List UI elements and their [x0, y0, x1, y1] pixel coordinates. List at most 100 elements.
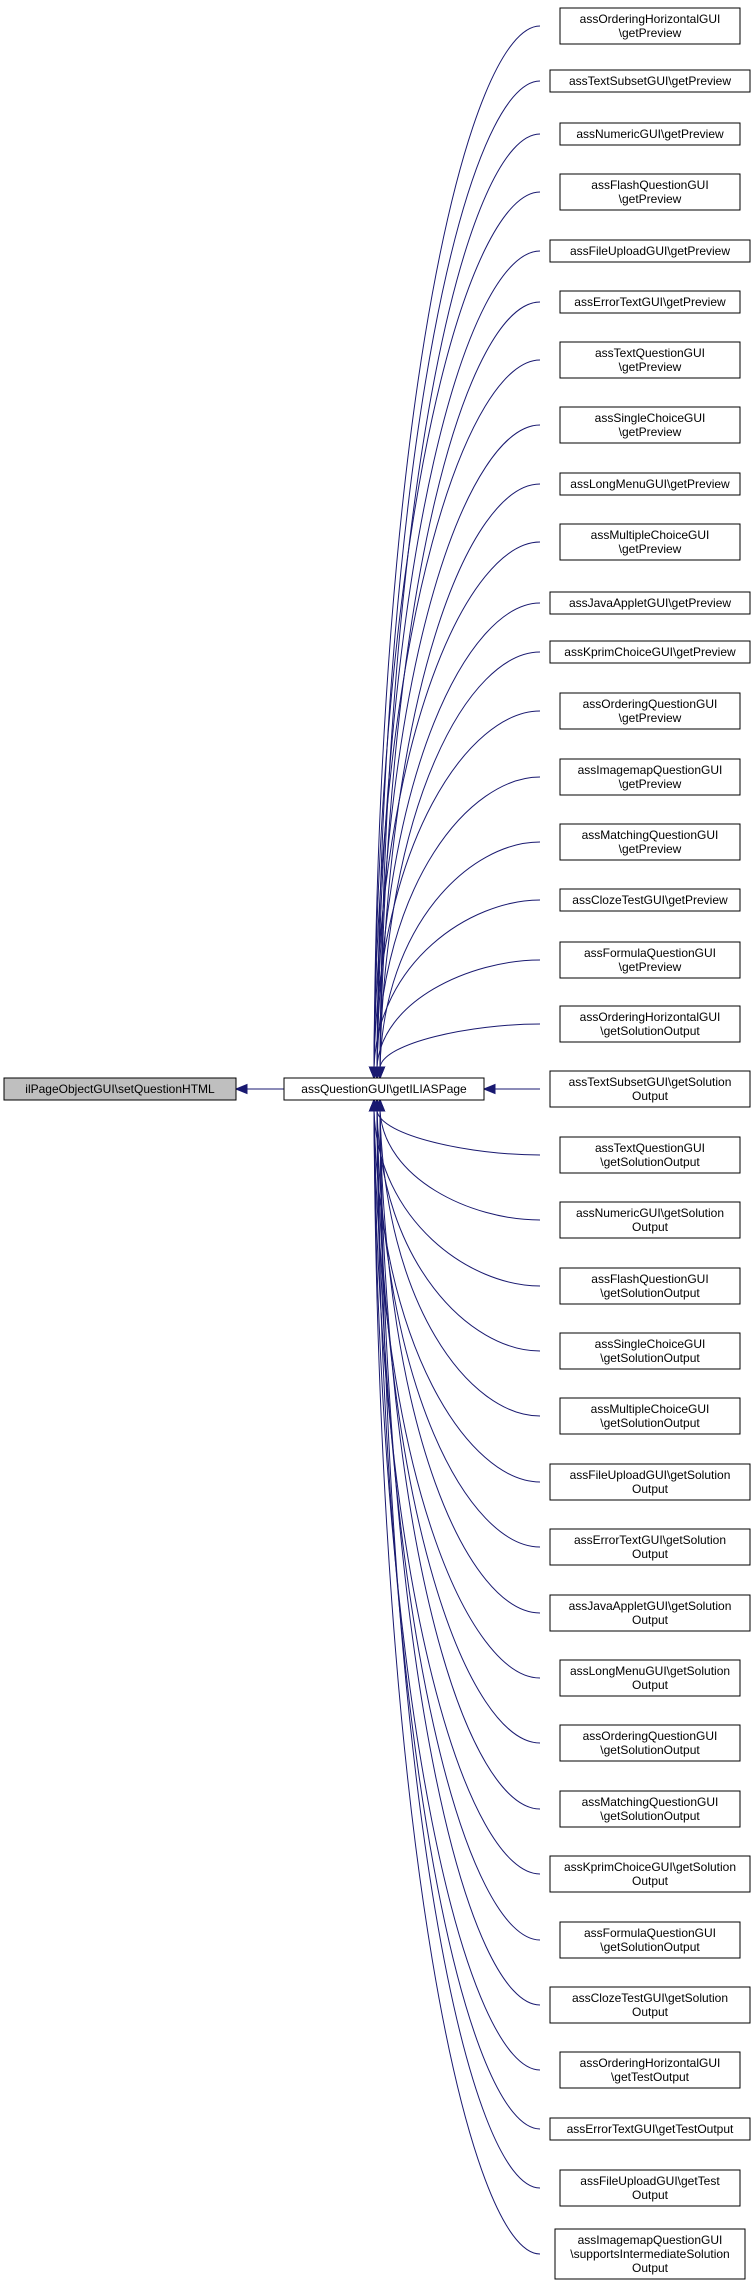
caller-node-11-box	[549, 640, 751, 664]
caller-node-34[interactable]: assErrorTextGUI\getTestOutput	[549, 2117, 751, 2141]
caller-node-11[interactable]: assKprimChoiceGUI\getPreview	[549, 640, 751, 664]
caller-node-16[interactable]: assFormulaQuestionGUI\getPreview	[559, 941, 741, 979]
caller-node-4[interactable]: assFileUploadGUI\getPreview	[549, 239, 751, 263]
caller-node-1-box	[549, 69, 751, 93]
caller-node-30-box	[549, 1855, 751, 1893]
caller-node-5-box	[559, 290, 741, 314]
caller-node-23-label-line: assMultipleChoiceGUI	[591, 1402, 710, 1416]
caller-node-36[interactable]: assImagemapQuestionGUI\supportsIntermedi…	[554, 2228, 746, 2280]
caller-node-2[interactable]: assNumericGUI\getPreview	[559, 122, 741, 146]
edge-caller-10-line	[376, 602, 541, 1068]
caller-node-28[interactable]: assOrderingQuestionGUI\getSolutionOutput	[559, 1724, 741, 1762]
caller-node-8[interactable]: assLongMenuGUI\getPreview	[559, 472, 741, 496]
caller-node-32-label-line: Output	[632, 2005, 669, 2019]
caller-node-18[interactable]: assTextSubsetGUI\getSolutionOutput	[549, 1070, 751, 1108]
edge-caller-32	[374, 1098, 541, 2006]
caller-node-5[interactable]: assErrorTextGUI\getPreview	[559, 290, 741, 314]
caller-node-32-label-line: assClozeTestGUI\getSolution	[572, 1991, 728, 2005]
caller-node-33[interactable]: assOrderingHorizontalGUI\getTestOutput	[559, 2051, 741, 2089]
root-node[interactable]: ilPageObjectGUI\setQuestionHTML	[3, 1077, 237, 1101]
caller-node-14-box	[559, 823, 741, 861]
caller-node-17-label-line: \getSolutionOutput	[600, 1024, 700, 1038]
caller-node-33-label-line: \getTestOutput	[611, 2070, 690, 2084]
caller-node-16-box	[559, 941, 741, 979]
caller-node-29[interactable]: assMatchingQuestionGUI\getSolutionOutput	[559, 1790, 741, 1828]
caller-node-21[interactable]: assFlashQuestionGUI\getSolutionOutput	[559, 1267, 741, 1305]
caller-node-35-box	[559, 2169, 741, 2207]
caller-node-15[interactable]: assClozeTestGUI\getPreview	[559, 888, 741, 912]
edge-caller-36-line	[373, 1110, 541, 2255]
caller-node-26-box	[549, 1594, 751, 1632]
center-node-box	[283, 1077, 485, 1101]
caller-node-23[interactable]: assMultipleChoiceGUI\getSolutionOutput	[559, 1397, 741, 1435]
caller-node-13[interactable]: assImagemapQuestionGUI\getPreview	[559, 758, 741, 796]
caller-node-30[interactable]: assKprimChoiceGUI\getSolutionOutput	[549, 1855, 751, 1893]
edge-caller-35	[374, 1098, 541, 2189]
caller-node-28-box	[559, 1724, 741, 1762]
caller-node-23-label-line: \getSolutionOutput	[600, 1416, 700, 1430]
edge-caller-33-line	[373, 1110, 541, 2071]
caller-node-33-box	[559, 2051, 741, 2089]
caller-node-36-label-line: Output	[632, 2261, 669, 2275]
edge-caller-29-line	[379, 1110, 541, 1810]
caller-node-0-label-line: \getPreview	[619, 26, 682, 40]
edge-caller-25	[371, 1098, 541, 1548]
caller-node-20-label-line: assNumericGUI\getSolution	[576, 1206, 724, 1220]
caller-node-0-label-line: assOrderingHorizontalGUI	[580, 12, 721, 26]
caller-node-10[interactable]: assJavaAppletGUI\getPreview	[549, 591, 751, 615]
edge-caller-24	[368, 1098, 541, 1483]
caller-node-21-label-line: assFlashQuestionGUI	[591, 1272, 708, 1286]
caller-node-30-label-line: assKprimChoiceGUI\getSolution	[564, 1860, 736, 1874]
caller-node-11-label-line: assKprimChoiceGUI\getPreview	[564, 645, 736, 659]
caller-node-13-label-line: assImagemapQuestionGUI	[578, 763, 723, 777]
edge-caller-0-line	[373, 25, 541, 1068]
caller-node-35[interactable]: assFileUploadGUI\getTestOutput	[559, 2169, 741, 2207]
caller-node-0-box	[559, 7, 741, 45]
edge-caller-18	[482, 1083, 540, 1095]
caller-node-1[interactable]: assTextSubsetGUI\getPreview	[549, 69, 751, 93]
center-node[interactable]: assQuestionGUI\getILIASPage	[283, 1077, 485, 1101]
caller-node-22[interactable]: assSingleChoiceGUI\getSolutionOutput	[559, 1332, 741, 1370]
caller-node-19-label-line: \getSolutionOutput	[600, 1155, 700, 1169]
nodes-layer: ilPageObjectGUI\setQuestionHTML assQuesti…	[3, 7, 751, 2280]
caller-node-17[interactable]: assOrderingHorizontalGUI\getSolutionOutp…	[559, 1005, 741, 1043]
caller-node-12[interactable]: assOrderingQuestionGUI\getPreview	[559, 692, 741, 730]
caller-node-27-label-line: Output	[632, 1678, 669, 1692]
caller-node-31[interactable]: assFormulaQuestionGUI\getSolutionOutput	[559, 1921, 741, 1959]
caller-node-15-label-line: assClozeTestGUI\getPreview	[572, 893, 728, 907]
edge-caller-25-line	[376, 1110, 541, 1548]
edge-center-to-root-arrowhead	[234, 1083, 248, 1095]
caller-node-26[interactable]: assJavaAppletGUI\getSolutionOutput	[549, 1594, 751, 1632]
edge-caller-14	[374, 841, 541, 1080]
caller-node-12-box	[559, 692, 741, 730]
caller-node-13-label-line: \getPreview	[619, 777, 682, 791]
edge-caller-20	[374, 1098, 541, 1221]
caller-node-3[interactable]: assFlashQuestionGUI\getPreview	[559, 173, 741, 211]
caller-node-32[interactable]: assClozeTestGUI\getSolutionOutput	[549, 1986, 751, 2024]
caller-node-36-label-line: \supportsIntermediateSolution	[570, 2247, 729, 2261]
caller-node-24[interactable]: assFileUploadGUI\getSolutionOutput	[549, 1463, 751, 1501]
edge-caller-11-line	[379, 651, 541, 1068]
edge-caller-19-line	[376, 1110, 541, 1156]
caller-node-0[interactable]: assOrderingHorizontalGUI\getPreview	[559, 7, 741, 45]
edge-caller-28-line	[376, 1110, 541, 1744]
caller-node-7[interactable]: assSingleChoiceGUI\getPreview	[559, 406, 741, 444]
center-node-label-line: assQuestionGUI\getILIASPage	[301, 1082, 467, 1096]
caller-node-9[interactable]: assMultipleChoiceGUI\getPreview	[559, 523, 741, 561]
caller-node-20[interactable]: assNumericGUI\getSolutionOutput	[559, 1201, 741, 1239]
edge-caller-2-line	[379, 133, 541, 1068]
caller-node-6-box	[559, 341, 741, 379]
caller-node-31-box	[559, 1921, 741, 1959]
caller-node-6[interactable]: assTextQuestionGUI\getPreview	[559, 341, 741, 379]
caller-node-14[interactable]: assMatchingQuestionGUI\getPreview	[559, 823, 741, 861]
caller-node-19[interactable]: assTextQuestionGUI\getSolutionOutput	[559, 1136, 741, 1174]
caller-node-33-label-line: assOrderingHorizontalGUI	[580, 2056, 721, 2070]
caller-node-24-box	[549, 1463, 751, 1501]
caller-node-27[interactable]: assLongMenuGUI\getSolutionOutput	[559, 1659, 741, 1697]
caller-node-23-box	[559, 1397, 741, 1435]
caller-node-22-box	[559, 1332, 741, 1370]
edge-caller-22-line	[376, 1110, 541, 1352]
caller-node-25[interactable]: assErrorTextGUI\getSolutionOutput	[549, 1528, 751, 1566]
edge-caller-34	[371, 1098, 541, 2130]
